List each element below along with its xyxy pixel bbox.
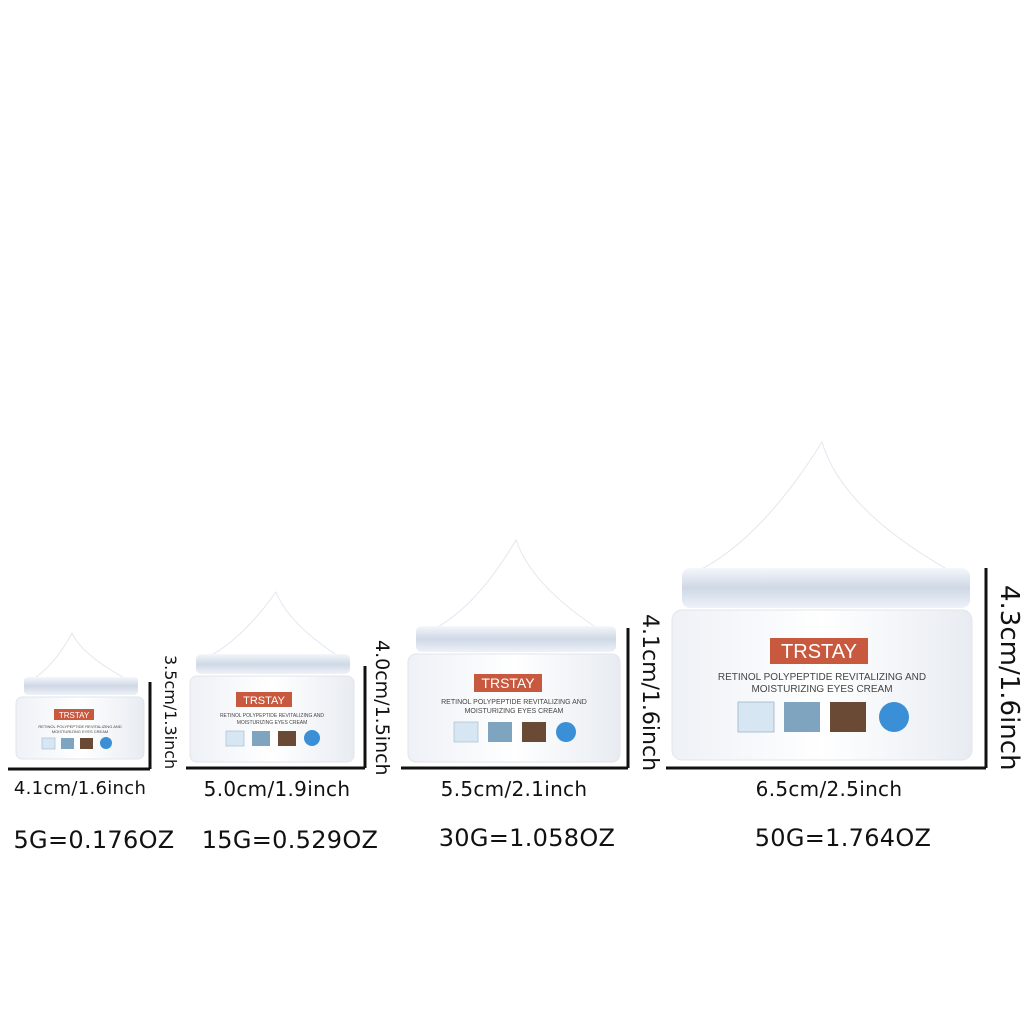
water-drops-icon [488, 722, 512, 742]
cream-swirl [30, 631, 129, 681]
cream-swirl [431, 538, 602, 631]
product-subtitle-line1: RETINOL POLYPEPTIDE REVITALIZING AND [38, 724, 121, 729]
jar-weight-label: 30G=1.058OZ [438, 824, 616, 852]
water-splash-icon [453, 721, 479, 743]
cream-jar-30g: TRSTAY RETINOL POLYPEPTIDE REVITALIZING … [407, 538, 621, 763]
product-subtitle-line1: RETINOL POLYPEPTIDE REVITALIZING AND [718, 672, 926, 683]
blue-sphere-icon [879, 702, 909, 732]
coffee-beans-icon [278, 731, 296, 746]
water-splash-icon [737, 701, 775, 733]
brand-text: TRSTAY [481, 675, 535, 691]
jar-lid-rim [682, 568, 970, 608]
brand-text: TRSTAY [781, 641, 857, 663]
jar-weight-label: 5G=0.176OZ [13, 826, 175, 854]
jar-width-label: 4.1cm/1.6inch [13, 778, 147, 799]
coffee-beans-icon [830, 702, 866, 732]
product-subtitle-line1: RETINOL POLYPEPTIDE REVITALIZING AND [441, 699, 587, 706]
product-subtitle-line2: MOISTURIZING EYES CREAM [465, 708, 564, 715]
jar-lid-rim [196, 654, 350, 674]
water-drops-icon [252, 731, 270, 746]
brand-text: TRSTAY [243, 695, 285, 707]
cream-jar-15g: TRSTAY RETINOL POLYPEPTIDE REVITALIZING … [189, 590, 355, 763]
jar-width-label: 5.0cm/1.9inch [203, 777, 351, 801]
jar-width-label: 5.5cm/2.1inch [440, 777, 588, 801]
jar-lid-rim [24, 677, 138, 695]
water-splash-icon [41, 737, 56, 750]
water-drops-icon [61, 738, 74, 749]
cream-jar-50g: TRSTAY RETINOL POLYPEPTIDE REVITALIZING … [671, 440, 973, 761]
brand-label [54, 709, 94, 720]
coffee-beans-icon [80, 738, 93, 749]
jar-height-label: 4.1cm/1.6inch [637, 614, 662, 772]
cream-swirl [209, 590, 340, 657]
blue-sphere-icon [556, 722, 576, 742]
jar-height-label: 3.5cm/1.3inch [161, 655, 180, 770]
jar-weight-label: 50G=1.764OZ [754, 824, 932, 852]
product-subtitle-line2: MOISTURIZING EYES CREAM [751, 684, 892, 695]
brand-label [474, 674, 542, 692]
brand-label [770, 638, 868, 664]
water-splash-icon [225, 730, 245, 747]
jar-height-label: 4.0cm/1.5inch [371, 640, 393, 776]
jar-width-label: 6.5cm/2.5inch [755, 777, 903, 801]
coffee-beans-icon [522, 722, 546, 742]
product-subtitle-line2: MOISTURIZING EYES CREAM [237, 720, 308, 726]
brand-label [236, 692, 292, 707]
product-subtitle-line1: RETINOL POLYPEPTIDE REVITALIZING AND [220, 713, 324, 719]
brand-text: TRSTAY [59, 711, 90, 720]
blue-sphere-icon [304, 730, 320, 746]
blue-sphere-icon [100, 737, 112, 749]
jar-weight-label: 15G=0.529OZ [201, 826, 379, 854]
product-subtitle-line2: MOISTURIZING EYES CREAM [52, 729, 108, 734]
water-drops-icon [784, 702, 820, 732]
jar-lid-rim [416, 626, 616, 652]
jar-height-label: 4.3cm/1.6inch [994, 585, 1024, 771]
cream-jar-5g: TRSTAY RETINOL POLYPEPTIDE REVITALIZING … [15, 631, 145, 760]
cream-swirl [695, 440, 954, 573]
